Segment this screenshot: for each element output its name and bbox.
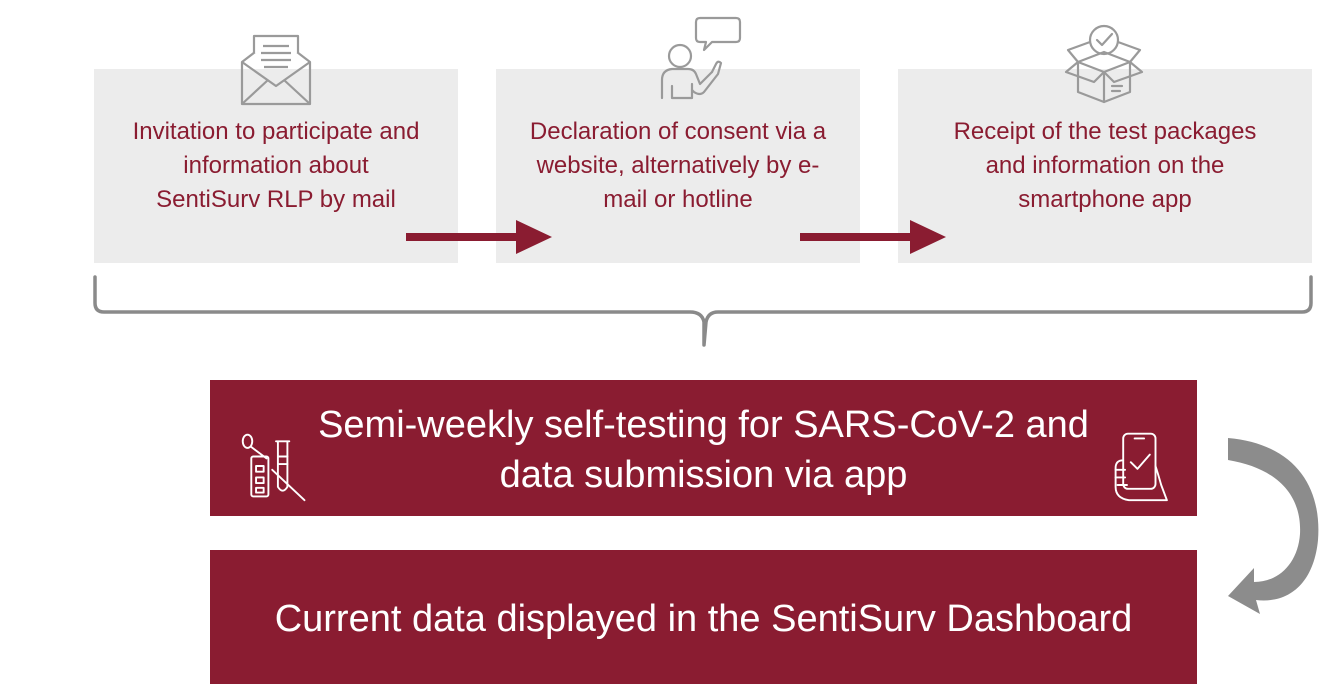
step-box-consent: Declaration of consent via a website, al… [496, 69, 860, 263]
dashboard-text: Current data displayed in the SentiSurv … [274, 598, 1133, 640]
envelope-icon [240, 34, 312, 106]
step-text-consent: Declaration of consent via a website, al… [529, 118, 827, 213]
arrow-right-icon [800, 220, 946, 254]
self-testing-bar: Semi-weekly self-testing for SARS-CoV-2 … [210, 380, 1197, 516]
step-text-receipt: Receipt of the test packages and informa… [953, 118, 1257, 213]
self-testing-text: Semi-weekly self-testing for SARS-CoV-2 … [318, 404, 1089, 496]
person-speech-icon [660, 16, 742, 100]
step-text-invitation: Invitation to participate and informatio… [132, 118, 420, 213]
arrow-right-icon [406, 220, 552, 254]
smartphone-check-icon [1114, 432, 1168, 502]
package-check-icon [1064, 24, 1144, 104]
step-box-invitation: Invitation to participate and informatio… [94, 69, 458, 263]
test-kit-icon [241, 433, 306, 502]
dashboard-bar: Current data displayed in the SentiSurv … [210, 550, 1197, 684]
grouping-brace [93, 275, 1313, 347]
